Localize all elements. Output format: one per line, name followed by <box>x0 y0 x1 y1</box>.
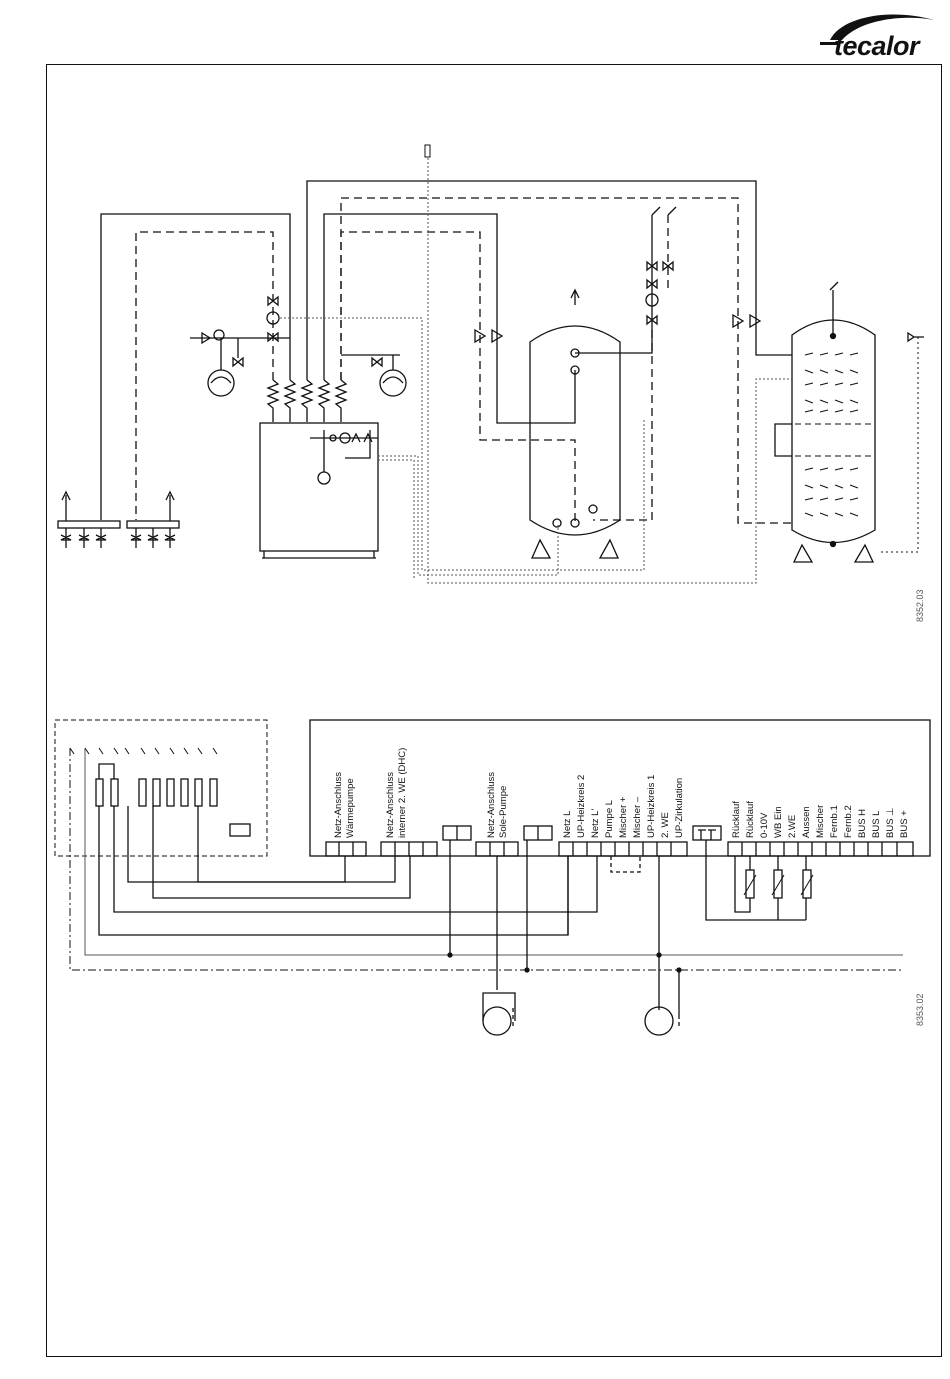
label-sensor-11: BUS L <box>871 811 882 838</box>
label-sensor-4: WB Ein <box>773 806 784 838</box>
drawing-code-hydraulic: 8352.03 <box>915 589 925 622</box>
sensor-2 <box>774 870 782 898</box>
label-sensor-3: 0-10V <box>759 813 770 838</box>
label-netz-anschluss-dhc-1: Netz-Anschluss <box>385 772 396 838</box>
drawing-code-electrical: 8353.02 <box>915 993 925 1026</box>
fuses <box>96 779 217 806</box>
outdoor-sensor <box>425 145 430 157</box>
label-output-2: UP-Heizkreis 2 <box>576 775 587 838</box>
manifold-1 <box>58 521 120 528</box>
label-output-3: Netz L' <box>590 809 601 838</box>
relay-box <box>230 824 250 836</box>
label-sensor-1: Rücklauf <box>731 801 742 838</box>
label-output-6: Mischer – <box>632 797 643 838</box>
label-output-7: UP-Heizkreis 1 <box>646 775 657 838</box>
label-sensor-9: Fernb.2 <box>843 805 854 838</box>
electrical-schematic <box>55 720 930 1035</box>
label-sensor-12: BUS ⊥ <box>885 808 896 838</box>
sensor-3 <box>803 870 811 898</box>
label-output-5: Mischer + <box>618 797 629 838</box>
flex-hoses <box>268 380 346 422</box>
circulation-pump-motor <box>645 1007 673 1035</box>
label-sensor-10: BUS H <box>857 809 868 838</box>
manifold-2 <box>127 521 179 528</box>
label-sensor-6: Aussen <box>801 806 812 838</box>
label-netz-anschluss-sole-2: Sole-Pumpe <box>498 786 509 838</box>
label-netz-anschluss-dhc-2: interner 2. WE (DHC) <box>397 748 408 838</box>
label-sensor-5: 2.WE <box>787 815 798 838</box>
label-sensor-8: Fernb.1 <box>829 805 840 838</box>
label-output-1: Netz L <box>562 811 573 838</box>
label-sensor-13: BUS + <box>899 810 910 838</box>
label-sensor-2: Rücklauf <box>745 801 756 838</box>
heat-pump-unit <box>260 423 378 551</box>
brine-pump-motor <box>483 1007 511 1035</box>
label-netz-anschluss-wp-2: Wärmepumpe <box>345 778 356 838</box>
label-netz-anschluss-wp-1: Netz-Anschluss <box>333 772 344 838</box>
label-sensor-7: Mischer <box>815 805 826 838</box>
buffer-tank <box>792 320 875 543</box>
label-output-9: UP-Zirkulation <box>674 778 685 838</box>
label-output-8: 2. WE <box>660 812 671 838</box>
expansion-vessel-1 <box>208 370 234 396</box>
sensor-1 <box>746 870 754 898</box>
expansion-vessel-2 <box>380 370 406 396</box>
label-netz-anschluss-sole-1: Netz-Anschluss <box>486 772 497 838</box>
hydraulic-schematic <box>58 145 924 583</box>
label-output-4: Pumpe L <box>604 800 615 838</box>
